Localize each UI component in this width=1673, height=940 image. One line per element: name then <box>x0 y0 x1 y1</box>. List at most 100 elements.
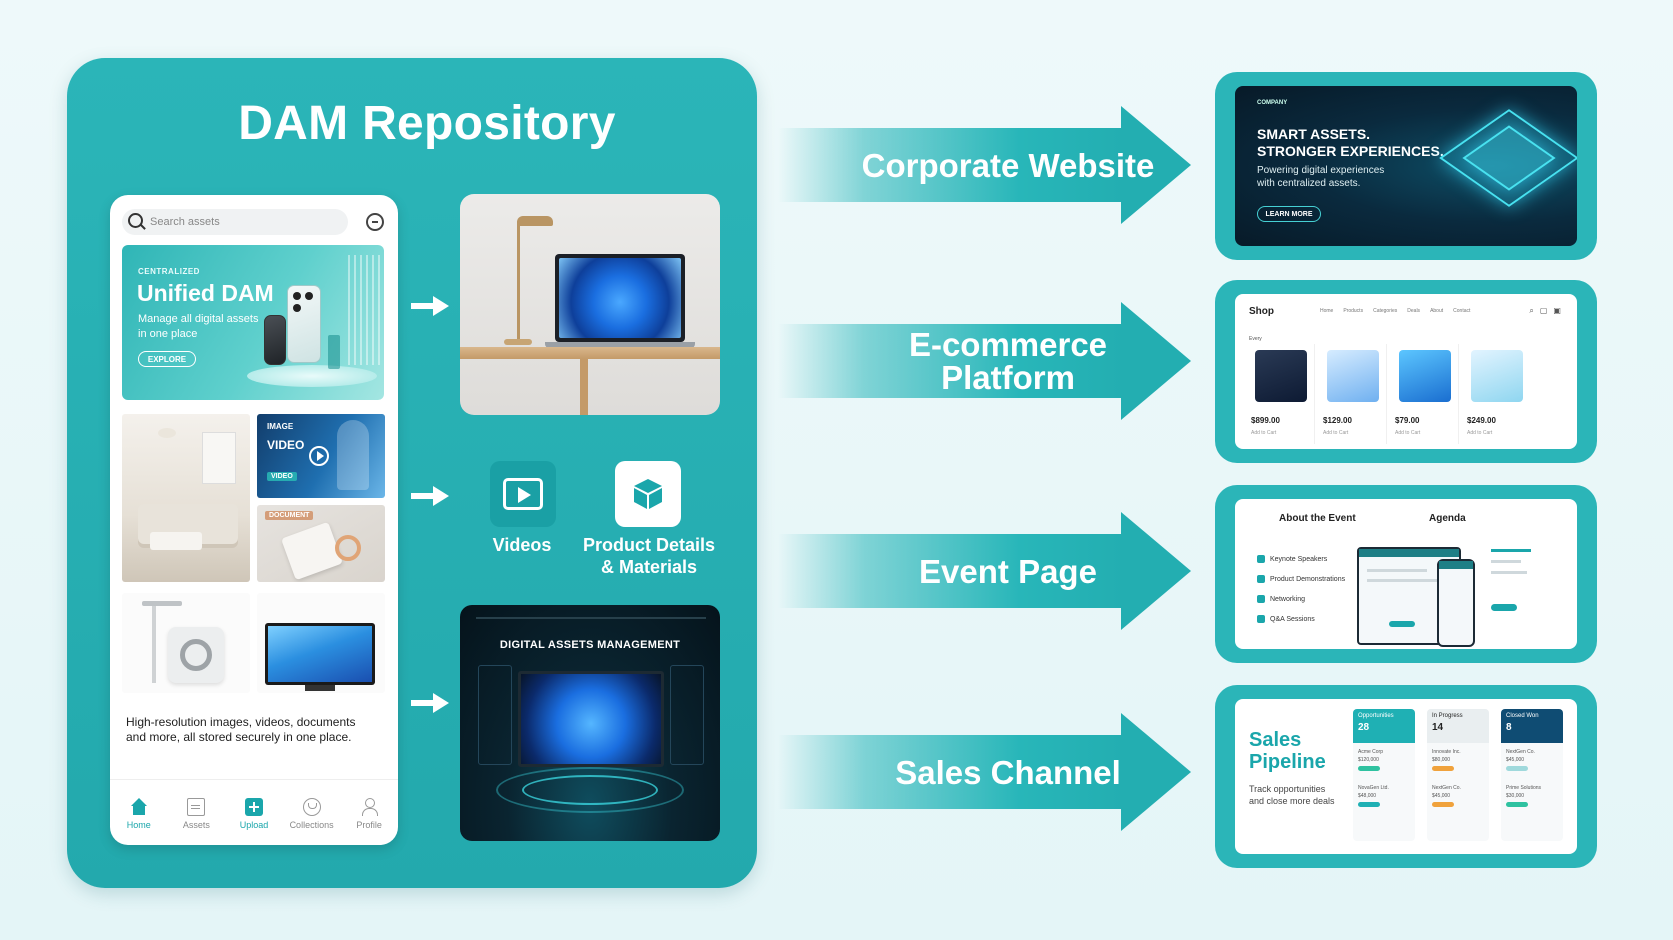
search-box[interactable] <box>122 209 348 235</box>
product-card[interactable]: $79.00 Add to Cart <box>1391 344 1459 444</box>
arrow-right-icon <box>411 296 451 316</box>
event-mobile-mockup <box>1437 559 1475 647</box>
video-pill: VIDEO <box>267 472 297 481</box>
speaker-icon <box>1257 555 1265 563</box>
banner-title: Unified DAM <box>137 280 274 306</box>
add-to-cart-link[interactable]: Add to Cart <box>1395 430 1421 436</box>
deal-row[interactable]: Prime Solutions$30,000 <box>1501 779 1563 815</box>
shop-nav-item[interactable]: Products <box>1343 308 1364 314</box>
add-to-cart-link[interactable]: Add to Cart <box>1467 430 1493 436</box>
laptop-screen <box>555 254 685 342</box>
shop-section-label: Every <box>1249 336 1262 342</box>
arrow-corporate-website: Corporate Website <box>778 106 1198 224</box>
agenda-item: Product Demonstrations <box>1257 575 1345 583</box>
decorative-stripes <box>348 255 384 365</box>
deal-row[interactable]: NextGen Co.$45,000 <box>1427 779 1489 815</box>
nav-profile[interactable]: Profile <box>341 797 397 830</box>
living-room-image-tile[interactable] <box>122 414 250 582</box>
shop-title: Shop <box>1249 306 1274 317</box>
pedestal-graphic <box>247 365 377 387</box>
laptop-product-image <box>1255 350 1307 402</box>
shop-nav: Home Products Categories Deals About Con… <box>1320 308 1470 314</box>
event-page-card: About the Event Agenda Keynote Speakers … <box>1215 485 1597 663</box>
video-play-icon <box>503 478 543 510</box>
shop-nav-item[interactable]: Contact <box>1453 308 1471 314</box>
shop-tool-icons[interactable]: ⌕▢▣ <box>1529 306 1567 315</box>
product-card[interactable]: $899.00 Add to Cart <box>1247 344 1315 444</box>
banner-subtitle: Manage all digital assets in one place <box>138 313 259 340</box>
smartphone-back-image <box>264 315 286 365</box>
home-icon <box>130 797 148 816</box>
nav-label: Assets <box>182 819 210 830</box>
hero-banner: CENTRALIZED Unified DAM Manage all digit… <box>122 245 384 400</box>
product-details-tile[interactable] <box>615 461 681 527</box>
dam-screen-title: DIGITAL ASSETS MANAGEMENT <box>499 639 681 651</box>
deal-row[interactable]: NovaGen Ltd.$48,000 <box>1353 779 1415 815</box>
column-title: In Progress <box>1432 713 1463 719</box>
filter-icon[interactable] <box>366 213 384 231</box>
table-graphic <box>460 347 720 359</box>
nav-collections[interactable]: Collections <box>284 797 340 830</box>
product-label-line-2: & Materials <box>600 557 698 577</box>
column-count: 28 <box>1358 722 1370 733</box>
search-row <box>122 209 384 237</box>
shop-nav-item[interactable]: About <box>1430 308 1444 314</box>
explore-button[interactable]: EXPLORE <box>138 351 196 367</box>
document-tile[interactable]: DOCUMENT <box>257 505 385 582</box>
monitor-image-tile[interactable] <box>257 593 385 693</box>
banner-eyebrow: CENTRALIZED <box>138 267 200 276</box>
dam-title: DAM Repository <box>238 97 616 150</box>
event-side-panel <box>1491 549 1551 629</box>
dashboard-product-image <box>1471 350 1523 402</box>
glass-block-image <box>328 335 340 369</box>
play-icon[interactable] <box>309 446 329 466</box>
product-price: $129.00 <box>1323 416 1352 425</box>
dam-repository-panel: DAM Repository CENTRALIZED Unified DAM M… <box>67 58 757 888</box>
agenda-heading: Agenda <box>1429 513 1466 524</box>
nav-home[interactable]: Home <box>111 797 167 830</box>
profile-icon <box>360 797 379 816</box>
ecommerce-card: Shop Home Products Categories Deals Abou… <box>1215 280 1597 463</box>
repository-caption: High-resolution images, videos, document… <box>126 715 356 744</box>
cube-product-image <box>1399 350 1451 402</box>
videos-label: Videos <box>492 535 552 555</box>
deal-row[interactable]: Innovate Inc.$80,000 <box>1427 743 1489 779</box>
dam-monitor-graphic <box>518 671 664 767</box>
speaker-image-tile[interactable] <box>122 593 250 693</box>
product-details-label: Product Details & Materials <box>574 534 724 578</box>
nav-assets[interactable]: Assets <box>168 797 224 830</box>
nav-label: Home <box>126 819 151 830</box>
image-tag: IMAGE <box>267 422 294 431</box>
column-count: 14 <box>1432 722 1444 733</box>
shop-nav-item[interactable]: Deals <box>1407 308 1421 314</box>
networking-icon <box>1257 595 1265 603</box>
lamp-graphic <box>517 216 553 226</box>
deal-row[interactable]: Acme Corp$120,000 <box>1353 743 1415 779</box>
corporate-website-card: COMPANY SMART ASSETS.STRONGER EXPERIENCE… <box>1215 72 1597 260</box>
arrow-right-icon <box>411 693 451 713</box>
demo-icon <box>1257 575 1265 583</box>
learn-more-button[interactable]: LEARN MORE <box>1257 206 1321 222</box>
product-card[interactable]: $129.00 Add to Cart <box>1319 344 1387 444</box>
laptop-image-card <box>460 194 720 415</box>
product-price: $899.00 <box>1251 416 1280 425</box>
product-card[interactable]: $249.00 Add to Cart <box>1463 344 1531 444</box>
add-to-cart-link[interactable]: Add to Cart <box>1251 430 1277 436</box>
arrow-event-page: Event Page <box>778 512 1198 630</box>
add-to-cart-link[interactable]: Add to Cart <box>1323 430 1349 436</box>
arrow-right-icon <box>411 486 451 506</box>
nav-upload[interactable]: Upload <box>226 797 282 830</box>
deal-row[interactable]: NextGen Co.$45,000 <box>1501 743 1563 779</box>
channel-label-sales: Sales Channel <box>895 753 1121 791</box>
column-title: Closed Won <box>1506 713 1539 719</box>
videos-tile[interactable] <box>490 461 556 527</box>
shop-nav-item[interactable]: Home <box>1320 308 1334 314</box>
shop-nav-item[interactable]: Categories <box>1373 308 1398 314</box>
assets-icon <box>187 797 206 816</box>
video-tile[interactable]: IMAGE VIDEO VIDEO <box>257 414 385 498</box>
search-input[interactable] <box>150 212 340 232</box>
agenda-item: Networking <box>1257 595 1305 603</box>
smartphone-image <box>287 285 321 363</box>
